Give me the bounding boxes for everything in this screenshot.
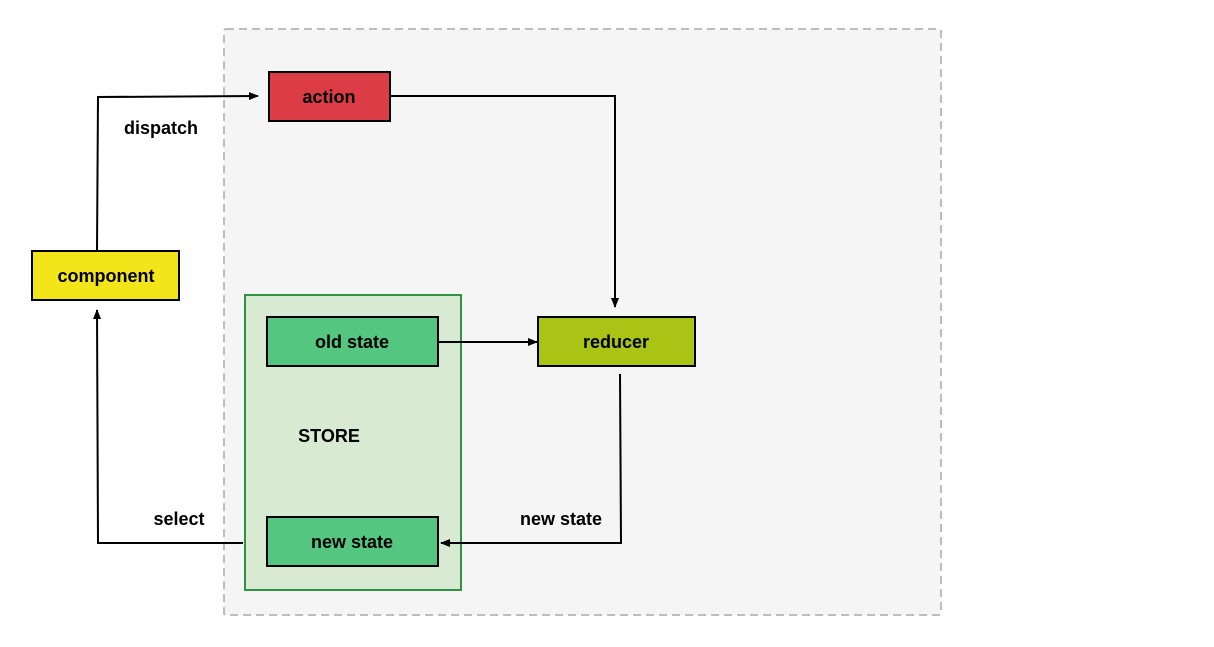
edge-label-new-state: new state — [520, 509, 602, 529]
node-new-state: new state — [266, 516, 439, 567]
node-old-state: old state — [266, 316, 439, 367]
node-component-box — [31, 250, 180, 301]
node-reducer-box — [537, 316, 696, 367]
edge-label-select: select — [153, 509, 204, 529]
edge-reducer-to-new-state — [440, 373, 623, 547]
node-old-state-box — [266, 316, 439, 367]
node-reducer: reducer — [537, 316, 696, 367]
edge-label-dispatch: dispatch — [124, 118, 198, 138]
node-action-box — [268, 71, 391, 122]
store-label: STORE — [298, 426, 360, 446]
node-action-label: action — [302, 87, 355, 107]
edge-action-to-reducer — [389, 95, 619, 308]
node-old-state-label: old state — [315, 332, 389, 352]
node-component-label: component — [58, 266, 155, 286]
node-action: action — [268, 71, 391, 122]
node-new-state-box — [266, 516, 439, 567]
node-component: component — [31, 250, 180, 301]
edge-select — [93, 309, 243, 544]
node-new-state-label: new state — [311, 532, 393, 552]
edge-dispatch — [96, 92, 259, 251]
node-reducer-label: reducer — [583, 332, 649, 352]
